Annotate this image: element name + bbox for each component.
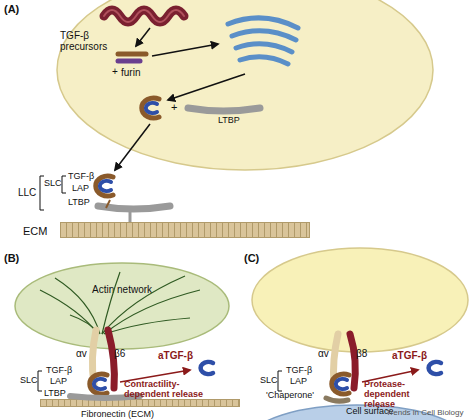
text-label: αv (318, 348, 329, 359)
text-label: + (112, 66, 118, 77)
text-label: LLC (18, 187, 36, 198)
text-label: TGF-β precursors (60, 30, 116, 52)
text-label: β8 (356, 348, 367, 359)
node-label: ECM (23, 225, 47, 237)
cell-body (252, 248, 468, 352)
integrin-alpha (334, 334, 339, 384)
text-label: LTBP (68, 198, 90, 208)
node-label: Actin network (92, 284, 152, 295)
text-label: 'Chaperone' (266, 391, 314, 401)
cell-body: Actin network (14, 262, 230, 350)
text-label: furin (121, 67, 140, 78)
text-label: + (171, 101, 177, 113)
text-label: αv (76, 348, 87, 359)
precursor-squiggle (104, 10, 184, 22)
text-label: LAP (290, 377, 307, 387)
text-label: TGF-β (68, 172, 94, 182)
text-label: TGF-β (286, 366, 312, 376)
ltbp-shape (98, 206, 170, 209)
text-label: aTGF-β (392, 350, 427, 361)
process-arrow (115, 28, 245, 170)
integrin-beta (108, 330, 114, 388)
text-label: (C) (244, 252, 259, 264)
ltbp-shape (70, 396, 140, 398)
release-arrow (362, 370, 418, 382)
node-label: Fibronectin (ECM) (81, 409, 154, 419)
text-label: TGF-β (46, 366, 72, 376)
text-label: SLC (20, 376, 38, 386)
text-label: (A) (4, 3, 19, 15)
lap-tgfb-complex (90, 374, 107, 394)
integrin-beta (350, 334, 355, 388)
ltbp-shape (188, 108, 260, 111)
cell-body (57, 0, 433, 170)
cell-surface: Cell surface (250, 404, 464, 420)
text-label: LTBP (44, 389, 66, 399)
fibronectin-bar: Fibronectin (ECM) (40, 399, 240, 407)
bracket (278, 371, 282, 391)
release-arrow (120, 370, 190, 382)
text-label: aTGF-β (158, 350, 193, 361)
lap-tgfb-complex (142, 98, 159, 118)
active-tgfb (429, 362, 441, 374)
precursor-rod (118, 59, 140, 64)
integrin-alpha (92, 330, 96, 384)
active-tgfb (201, 362, 213, 374)
precursor-rod (118, 52, 146, 57)
chaperone-shape (326, 398, 348, 401)
text-label: SLC (44, 179, 62, 189)
ecm-bar: ECM (60, 222, 310, 238)
lap-tgfb-complex (96, 176, 113, 196)
text-label: Contractility-dependent release (124, 380, 208, 400)
actin-fibers (40, 272, 200, 334)
bracket (38, 371, 42, 391)
text-label: SLC (260, 376, 278, 386)
text-label: LAP (50, 377, 67, 387)
bracket (40, 176, 66, 210)
node-label: Cell surface (346, 406, 394, 416)
text-label: (B) (4, 252, 19, 264)
text-label: LAP (72, 184, 89, 194)
lap-tgfb-complex (332, 374, 349, 394)
text-label: LTBP (218, 116, 240, 126)
ellipse-outline (14, 262, 230, 350)
golgi-stack (228, 18, 298, 64)
